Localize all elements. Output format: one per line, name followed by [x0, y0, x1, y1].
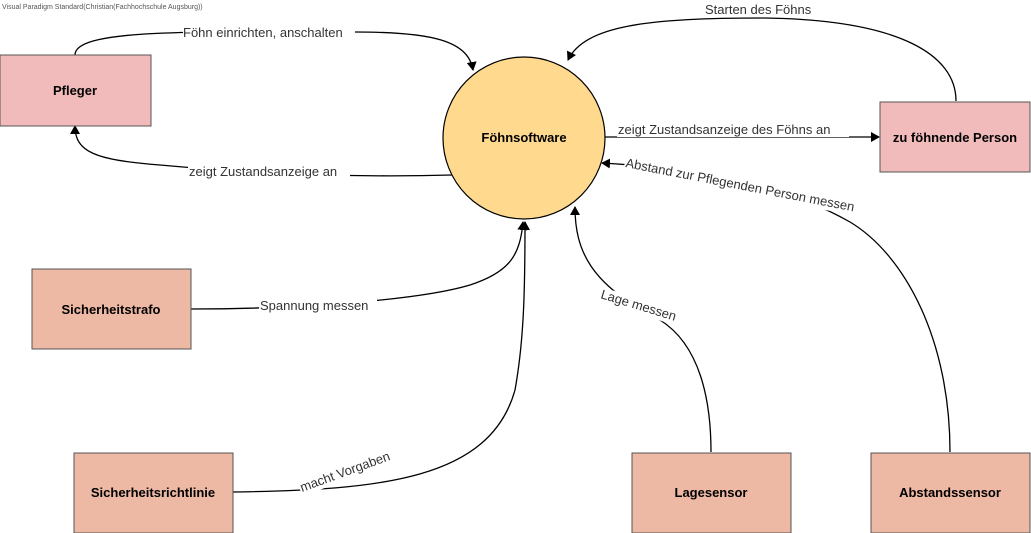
process-circle[interactable]: [442, 56, 606, 220]
entity-box-richtlinie[interactable]: [73, 452, 234, 533]
flow-label-abstandssensor-to-software: Abstand zur Pflegenden Person messen: [624, 155, 855, 214]
watermark: Visual Paradigm Standard(Christian(Fachh…: [2, 4, 203, 11]
flow-lagesensor-to-software[interactable]: [570, 206, 712, 453]
entity-label-richtlinie: Sicherheitsrichtlinie: [91, 485, 215, 500]
flow-label-person-to-software: Starten des Föhns: [705, 2, 812, 17]
entity-label-person: zu föhnende Person: [893, 130, 1017, 145]
entity-box-person[interactable]: [879, 101, 1031, 173]
flow-label-richtlinie-to-software: macht Vorgaben: [298, 448, 392, 494]
flow-label-pfleger-to-software: Föhn einrichten, anschalten: [183, 25, 343, 40]
entity-label-pfleger: Pfleger: [53, 83, 97, 98]
entity-box-lagesensor[interactable]: [631, 452, 792, 533]
flow-label-software-to-pfleger: zeigt Zustandsanzeige an: [189, 164, 337, 179]
entity-label-abstandssensor: Abstandssensor: [899, 485, 1001, 500]
process-label: Föhnsoftware: [481, 130, 566, 145]
entity-box-pfleger[interactable]: [0, 54, 152, 127]
flow-trafo-to-software[interactable]: [190, 221, 528, 310]
flow-label-software-to-person: zeigt Zustandsanzeige des Föhns an: [618, 122, 830, 137]
flow-person-to-software[interactable]: [567, 17, 957, 102]
flow-label-trafo-to-software: Spannung messen: [260, 298, 368, 313]
flow-richtlinie-to-software[interactable]: [232, 221, 530, 493]
entity-label-lagesensor: Lagesensor: [675, 485, 748, 500]
entity-box-abstandssensor[interactable]: [870, 452, 1031, 533]
entity-label-trafo: Sicherheitstrafo: [62, 302, 161, 317]
entity-box-trafo[interactable]: [31, 268, 192, 350]
